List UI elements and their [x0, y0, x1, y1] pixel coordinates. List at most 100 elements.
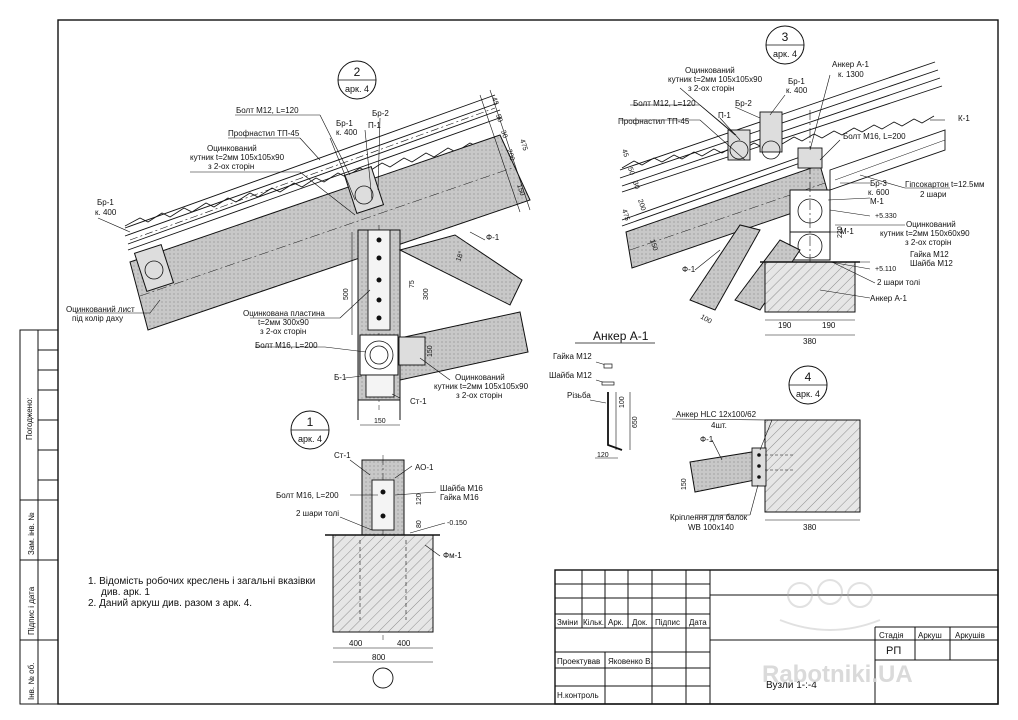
d2-bolt16: Болт М16, L=200	[255, 341, 318, 350]
d3-lvl1: +5.330	[875, 213, 897, 220]
d1-tol: 2 шари толі	[296, 509, 339, 518]
stamp-col-ark: Арк.	[608, 618, 624, 627]
anchor-d120: 120	[597, 452, 609, 459]
d2-angle2: кутник t=2мм 105х105х90	[190, 153, 285, 162]
d2-angle3: з 2-ох сторін	[208, 162, 254, 171]
d4-anchor1: Анкер HLC 12х100/62	[676, 410, 757, 419]
anchor-title: Анкер А-1	[593, 329, 649, 343]
d1-nut: Гайка М16	[440, 493, 479, 502]
profiled-sheet	[124, 137, 493, 227]
d3-m1a: М-1	[870, 197, 884, 206]
dim2-150-b: 150	[427, 345, 434, 357]
d2-p1: П-1	[368, 121, 381, 130]
d3-br2: Бр-2	[735, 99, 752, 108]
d3-lvl2: +5.110	[875, 266, 896, 273]
dim3-100: 100	[699, 314, 713, 326]
d1-lvl: -0.150	[447, 520, 467, 527]
d3-f1: Ф-1	[682, 265, 696, 274]
watermark-helmet-icon	[779, 579, 881, 631]
side-inv: Інв. № об.	[27, 663, 36, 700]
dim3-380: 380	[803, 337, 817, 346]
stamp-col-dok: Док.	[632, 618, 648, 627]
dim2-300: 300	[423, 288, 430, 300]
anchor-thread: Різьба	[567, 391, 591, 400]
d2-k400: к. 400	[336, 128, 358, 137]
dim3-190b: 190	[822, 321, 836, 330]
d1-d120: 120	[416, 493, 423, 505]
d3-k1300: к. 1300	[838, 70, 864, 79]
callout-4-number: 4	[805, 370, 812, 384]
d1-bolt16: Болт М16, L=200	[276, 491, 339, 500]
d1-d400b: 400	[397, 639, 411, 648]
d3-br1: Бр-1	[788, 77, 805, 86]
dim2-50: 50	[494, 113, 503, 123]
dim3-475: 475	[620, 208, 630, 221]
d2-br1-left-k: к. 400	[95, 208, 117, 217]
d4-f1: Ф-1	[700, 435, 714, 444]
d3-p1: П-1	[718, 111, 731, 120]
d2-angleb3: з 2-ох сторін	[456, 391, 502, 400]
d3-k600: к. 600	[868, 188, 890, 197]
d4-d150: 150	[681, 478, 688, 490]
stamp-col-pidpys: Підпис	[655, 618, 680, 627]
dim3-150: 150	[648, 238, 658, 251]
axis-marker	[372, 667, 394, 689]
anchor-washer: Шайба М12	[549, 371, 592, 380]
detail-2: 2 арк. 4	[66, 60, 531, 426]
detail-4: 4 арк. 4 380 150 Анкер HLC 12х100/62 4шт…	[670, 365, 861, 532]
dim2-30: 30	[499, 129, 508, 139]
d2-b1: Б-1	[334, 373, 347, 382]
stamp-col-kilk: Кільк.	[583, 618, 604, 627]
d3-prof: Профнастил ТП-45	[618, 117, 690, 126]
d2-br2: Бр-2	[372, 109, 389, 118]
d4-d380: 380	[803, 523, 817, 532]
horizontal-beam	[399, 311, 529, 381]
d2-br1: Бр-1	[336, 119, 353, 128]
dim3-50: 50	[626, 166, 635, 176]
anchor-rod	[607, 392, 623, 451]
dim2-200: 200	[505, 148, 515, 161]
d3-gips2: 2 шари	[920, 190, 946, 199]
side-zam: Зам. інв. №	[27, 512, 36, 555]
d1-st1: Ст-1	[334, 451, 351, 460]
d3-angle2: кутник t=2мм 105х105х90	[668, 75, 763, 84]
stamp-col-data: Дата	[689, 618, 707, 627]
d3-anchor: Анкер А-1	[832, 60, 869, 69]
d1-d800: 800	[372, 653, 386, 662]
rafter-beam	[129, 134, 531, 331]
anchor-nut: Гайка М12	[553, 352, 592, 361]
dim3-30: 30	[631, 180, 640, 190]
d1-d400a: 400	[349, 639, 363, 648]
anchor-d650: 650	[632, 416, 639, 428]
d2-prof: Профнастил ТП-45	[228, 129, 300, 138]
d4-fix2: WB 100x140	[688, 523, 734, 532]
masonry-wall-3	[764, 261, 856, 313]
d2-plate1: Оцинкована пластина	[243, 309, 325, 318]
d3-nut: Гайка М12	[910, 250, 949, 259]
d3-tol: 2 шари толі	[877, 278, 920, 287]
diagonal-strut	[398, 234, 523, 306]
d3-anglec1: Оцинкований	[906, 220, 956, 229]
dim2-150-c: 150	[374, 418, 386, 425]
dim2-18deg: 18°	[454, 250, 465, 263]
stamp-stage-value: РП	[886, 645, 901, 657]
callout-1-sheet: арк. 4	[298, 434, 322, 444]
d3-washer: Шайба М12	[910, 259, 953, 268]
d1-fm1: Фм-1	[443, 551, 462, 560]
d2-plate2: t=2мм 300х90	[258, 318, 309, 327]
d2-st1: Ст-1	[410, 397, 427, 406]
dim3-200: 200	[636, 198, 646, 211]
foundation-fm1	[332, 534, 434, 633]
d2-angle1: Оцинкований	[207, 144, 257, 153]
d3-br3: Бр-3	[870, 179, 887, 188]
dim2-45: 45	[490, 96, 499, 106]
dim3-220: 220	[837, 226, 844, 238]
stamp-stadia: Стадія	[879, 631, 904, 640]
d3-bolt12: Болт М12, L=120	[633, 99, 696, 108]
d3-gips1: Гіпсокартон t=12.5мм	[905, 180, 985, 189]
dim2-475: 475	[518, 138, 528, 151]
d1-washer: Шайба М16	[440, 484, 483, 493]
d3-angle3: з 2-ох сторін	[688, 84, 734, 93]
watermark-text: Rabotniki.UA	[762, 661, 913, 688]
